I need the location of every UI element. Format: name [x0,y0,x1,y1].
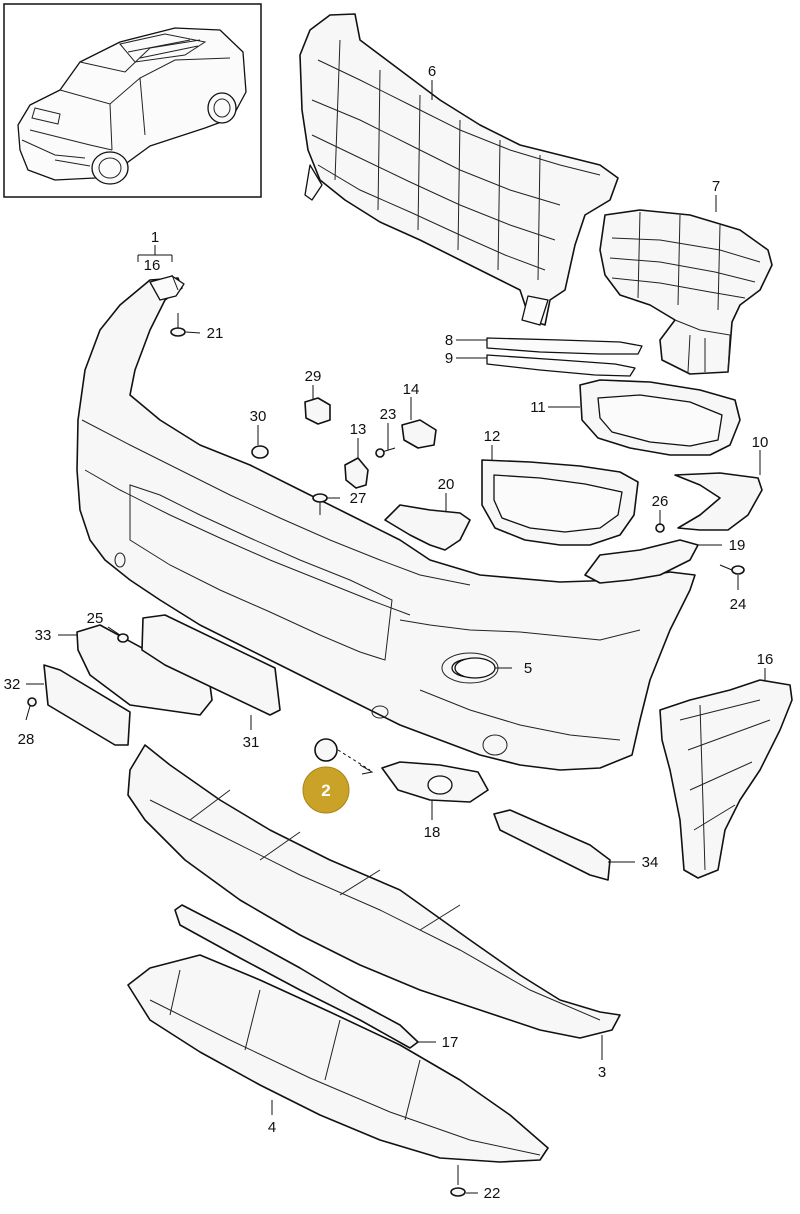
callout-13[interactable]: 13 [350,421,367,438]
part-11-lamp-frame [579,379,741,456]
callout-5[interactable]: 5 [524,660,532,677]
callout-label-2: 2 [321,781,330,800]
callout-3[interactable]: 3 [598,1064,606,1081]
callout-26[interactable]: 26 [652,493,669,510]
callout-18[interactable]: 18 [424,824,441,841]
plate-screws [25,633,129,721]
vehicle-overview-inset [3,3,262,198]
part-29-sensor-holder [304,397,331,425]
highlight-badge [302,766,350,814]
callout-14[interactable]: 14 [403,381,420,398]
callout-6[interactable]: 6 [428,63,436,80]
callout-31[interactable]: 31 [243,734,260,751]
part-20-bracket [384,504,471,551]
callout-19[interactable]: 19 [729,537,746,554]
callout-20[interactable]: 20 [438,476,455,493]
callout-10[interactable]: 10 [752,434,769,451]
part-4-underbody-panel [127,954,549,1163]
part-31-plate-carrier [141,614,281,716]
part-3-lower-spoiler [127,744,621,1039]
part-16-bumper-bracket [149,275,185,301]
callout-8[interactable]: 8 [445,332,453,349]
callout-17[interactable]: 17 [442,1034,459,1051]
callout-16-lower[interactable]: 16 [757,651,774,668]
callout-27[interactable]: 27 [350,490,367,507]
part-5-cover [454,657,496,679]
part-33-plate-bracket [76,624,213,716]
part-34-bracket [493,809,611,881]
callout-12[interactable]: 12 [484,428,501,445]
highlighted-callout-2[interactable]: 2 [302,766,350,814]
callout-28[interactable]: 28 [18,731,35,748]
callout-4[interactable]: 4 [268,1119,276,1136]
callout-1[interactable]: 1 [151,229,159,246]
part-7-side-grille [599,209,773,375]
part-10-trim-piece [674,472,763,531]
part-22-screw [450,1165,466,1197]
leader-lines [26,80,766,1194]
part-30-grommet [251,445,269,459]
callout-11[interactable]: 11 [530,399,546,416]
callout-16-upper[interactable]: 16 [144,257,161,274]
callout-32[interactable]: 32 [4,676,21,693]
callout-30[interactable]: 30 [250,408,267,425]
part-19-bracket [584,539,699,584]
callout-7[interactable]: 7 [712,178,720,195]
callout-33[interactable]: 33 [35,627,52,644]
parts-8-9-trim-strips [486,337,643,377]
callout-21[interactable]: 21 [207,325,224,342]
part-13-bracket [344,457,369,489]
car-outline-icon [17,27,247,185]
callout-29[interactable]: 29 [305,368,322,385]
callout-22[interactable]: 22 [484,1185,501,1202]
callout-23[interactable]: 23 [380,406,397,423]
part-12-frame [481,459,639,546]
callout-34[interactable]: 34 [642,854,659,871]
fastener-screws [170,313,745,575]
part-6-grille-support [299,13,619,326]
callout-24[interactable]: 24 [730,596,747,613]
part-14-holder [401,419,437,449]
callout-9[interactable]: 9 [445,350,453,367]
callout-25[interactable]: 25 [87,610,104,627]
part-2-tow-hook-cap [314,738,374,775]
part-32-plate-bracket [43,664,131,746]
part-18-fog-frame [381,761,489,803]
callout-labels: 1 16 6 7 8 9 21 29 14 30 23 13 11 12 10 … [4,63,774,1202]
part-16-side-bracket [659,679,793,879]
